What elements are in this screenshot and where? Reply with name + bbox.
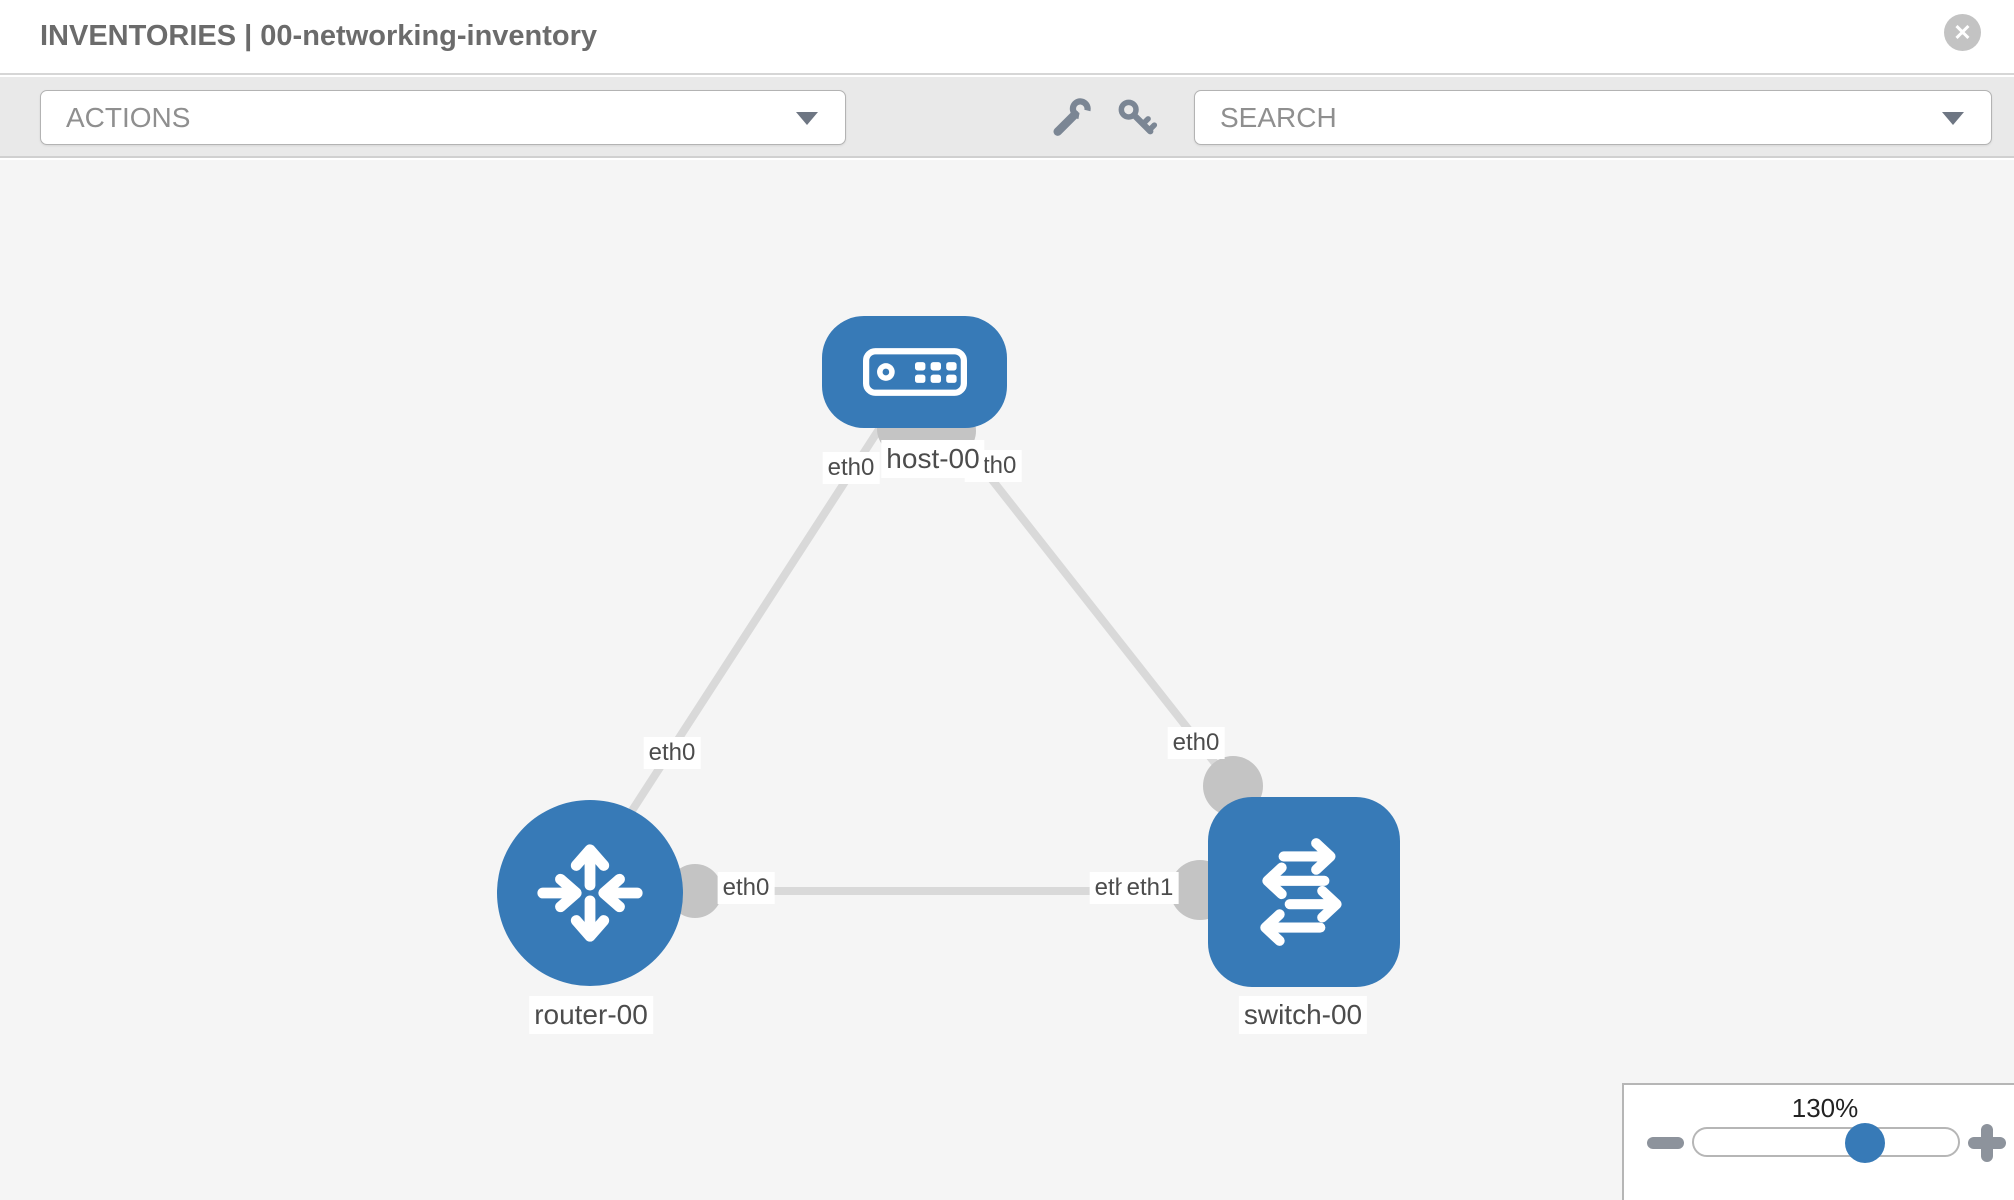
chevron-down-icon	[796, 112, 818, 125]
topology-canvas[interactable]	[0, 160, 2014, 1200]
key-icon[interactable]	[1114, 95, 1158, 139]
search-dropdown-label: SEARCH	[1220, 102, 1337, 133]
chevron-down-icon	[1942, 112, 1964, 125]
router-icon	[537, 844, 643, 942]
node-host-00[interactable]	[822, 316, 1007, 428]
plus-icon-bar	[1981, 1124, 1993, 1162]
zoom-level-value: 130%	[1791, 1093, 1859, 1123]
eth-label-router-top: eth0	[643, 737, 701, 769]
actions-dropdown-label: ACTIONS	[66, 102, 191, 133]
zoom-out-minus-icon[interactable]	[1647, 1137, 1684, 1149]
node-label-router: router-00	[529, 996, 653, 1034]
node-switch-00[interactable]	[1208, 797, 1400, 987]
page-title: INVENTORIES | 00-networking-inventory	[40, 20, 598, 52]
zoom-control-panel: 130%	[1622, 1083, 2014, 1200]
node-label-switch: switch-00	[1238, 996, 1368, 1034]
host-icon	[862, 348, 967, 396]
node-router-00[interactable]	[497, 800, 683, 986]
header-bar: INVENTORIES | 00-networking-inventory ✕	[0, 0, 2014, 75]
actions-dropdown[interactable]: ACTIONS	[40, 90, 846, 145]
close-icon[interactable]: ✕	[1944, 14, 1981, 51]
toolbar: ACTIONS SEARCH	[0, 77, 2014, 158]
zoom-slider[interactable]	[1692, 1127, 1960, 1157]
eth-label-switch-top: eth0	[1167, 727, 1225, 759]
search-dropdown[interactable]: SEARCH	[1194, 90, 1992, 145]
wrench-icon[interactable]	[1050, 95, 1094, 139]
zoom-slider-thumb[interactable]	[1845, 1123, 1885, 1163]
link-host-router[interactable]	[596, 417, 889, 863]
node-label-host: host-00	[881, 440, 985, 478]
switch-icon	[1260, 838, 1342, 946]
eth-label-host-left: eth0	[822, 452, 880, 484]
eth-label-router-right: eth0	[717, 872, 775, 904]
eth-label-switch-left-front: eth1	[1121, 872, 1179, 904]
zoom-in-plus-icon[interactable]	[1968, 1124, 2006, 1162]
